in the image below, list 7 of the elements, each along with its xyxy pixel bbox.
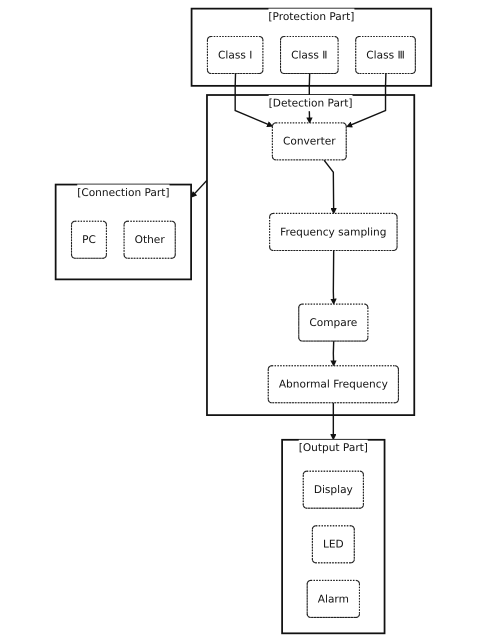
arrow xyxy=(330,250,336,305)
arrow xyxy=(330,402,336,440)
arrow xyxy=(234,74,273,128)
arrow xyxy=(330,341,336,366)
arrow xyxy=(323,160,336,214)
arrow xyxy=(190,180,208,198)
arrow xyxy=(346,74,386,128)
